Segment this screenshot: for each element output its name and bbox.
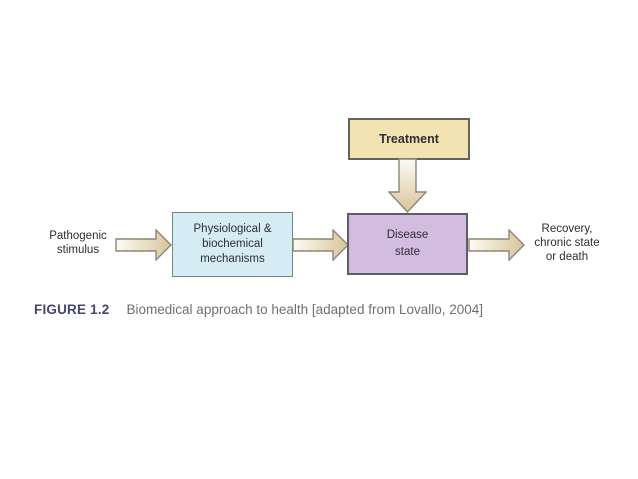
box-label-line: biochemical [202, 238, 263, 250]
arrow-right-icon [292, 229, 349, 261]
box-label-line: Physiological & [193, 223, 272, 235]
pathogenic-stimulus-label: Pathogenic stimulus [36, 230, 120, 257]
box-label-line: mechanisms [200, 253, 265, 265]
mechanisms-box: Physiological & biochemical mechanisms [172, 212, 293, 277]
figure-caption: FIGURE 1.2 Biomedical approach to health… [34, 302, 483, 317]
treatment-box-label: Treatment [379, 131, 439, 146]
label-line: stimulus [56, 243, 100, 256]
label-line: Pathogenic [49, 230, 107, 242]
outcome-label: Recovery, chronic state or death [520, 222, 614, 264]
arrow-down-icon [388, 158, 427, 213]
box-label-line: state [395, 246, 420, 258]
disease-state-box: Disease state [347, 213, 468, 275]
label-line: chronic state [534, 237, 600, 249]
arrow-right-icon [115, 229, 172, 261]
figure-number-label: FIGURE 1.2 [34, 302, 110, 317]
arrow-right-icon [468, 229, 525, 261]
label-line: Recovery, [541, 223, 593, 235]
box-label-line: Disease [386, 229, 429, 241]
label-line: or death [545, 251, 589, 263]
treatment-box: Treatment [348, 118, 470, 160]
figure-caption-text: Biomedical approach to health [adapted f… [126, 302, 484, 317]
